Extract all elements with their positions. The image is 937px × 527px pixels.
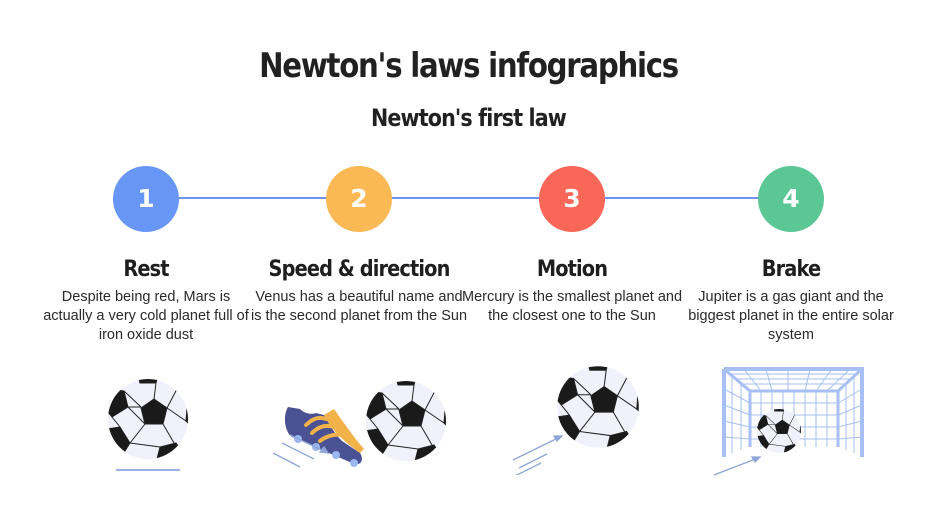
step-number-badge: 4 (758, 166, 824, 232)
step-number-badge: 2 (326, 166, 392, 232)
step-title: Brake (761, 257, 821, 282)
goal-net-icon (722, 367, 864, 457)
step-description: Jupiter is a gas giant and the biggest p… (688, 289, 894, 343)
step-number-badge: 1 (113, 166, 179, 232)
step-brake: 4 Brake Jupiter is a gas giant and the b… (681, 166, 901, 345)
step-motion: 3 Motion Mercury is the smallest planet … (462, 166, 682, 326)
step-title: Motion (536, 257, 608, 282)
step-description: Despite being red, Mars is actually a ve… (43, 289, 249, 343)
timeline-connector-line (146, 197, 791, 199)
step-rest: 1 Rest Despite being red, Mars is actual… (36, 166, 256, 345)
soccer-ball-in-goal-icon (713, 367, 864, 476)
motion-lines-icon (272, 434, 330, 468)
step-title: Speed & direction (268, 257, 451, 282)
soccer-ball-moving-icon (512, 360, 645, 475)
step-description: Venus has a beautiful name and is the se… (250, 289, 468, 324)
step-number-badge: 3 (539, 166, 605, 232)
page-title: Newton's laws infographics (259, 46, 679, 86)
step-description: Mercury is the smallest planet and the c… (462, 289, 683, 324)
step-title: Rest (123, 257, 169, 282)
soccer-shoe-kicking-ball-icon (272, 375, 453, 475)
soccer-ball-resting-icon (100, 375, 200, 471)
page-subtitle: Newton's first law (370, 104, 567, 132)
step-speed-direction: 2 Speed & direction Venus has a beautifu… (249, 166, 469, 326)
soccer-shoe-icon (284, 407, 364, 467)
